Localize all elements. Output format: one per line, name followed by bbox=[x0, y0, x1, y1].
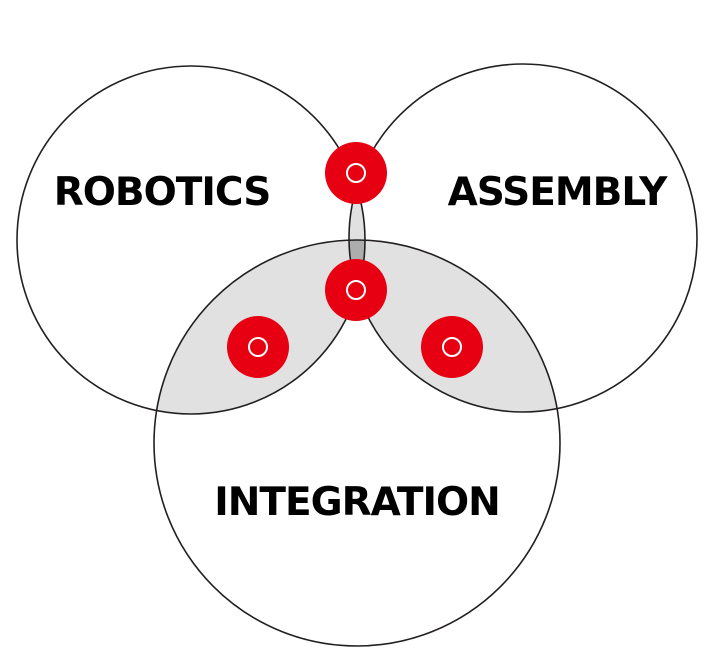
marker-robotics-integration bbox=[227, 316, 289, 378]
integration-circle bbox=[153, 239, 561, 647]
marker-assembly-integration bbox=[421, 316, 483, 378]
integration-label: INTEGRATION bbox=[214, 480, 500, 525]
robotics-label: ROBOTICS bbox=[54, 170, 271, 215]
marker-robotics-assembly bbox=[325, 142, 387, 204]
assembly-label: ASSEMBLY bbox=[448, 170, 669, 215]
marker-all-three bbox=[325, 259, 387, 321]
assembly-circle bbox=[348, 63, 698, 413]
